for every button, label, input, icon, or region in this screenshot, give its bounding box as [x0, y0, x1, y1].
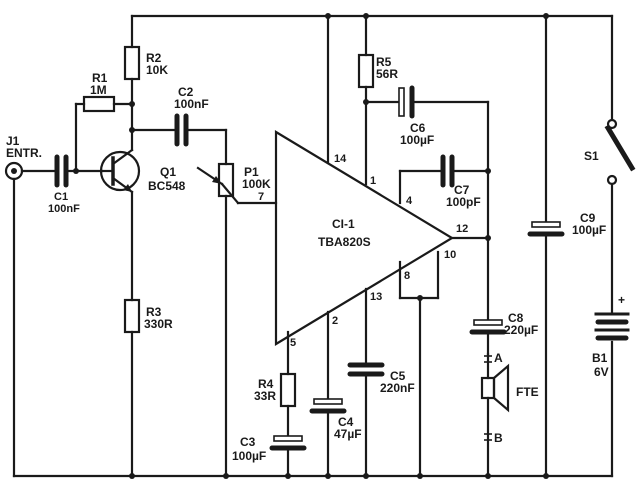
ic-pin-10: 10	[444, 249, 456, 261]
c2-ref: C2	[178, 85, 194, 99]
resistor-r5	[357, 13, 375, 186]
c3-value: 100µF	[232, 449, 266, 463]
capacitor-c5	[347, 287, 385, 479]
p1-ref: P1	[244, 165, 259, 179]
ic-pin-13: 13	[370, 291, 382, 303]
c1-value: 100nF	[48, 203, 80, 215]
j1-ref: J1	[6, 134, 20, 148]
b1-value: 6V	[594, 365, 609, 379]
c6-value: 100µF	[400, 133, 434, 147]
c9-ref: C9	[580, 211, 596, 225]
capacitor-c4	[309, 310, 347, 479]
c1-ref: C1	[54, 191, 68, 203]
c6-ref: C6	[410, 121, 426, 135]
switch-s1	[604, 14, 636, 316]
r5-value: 56R	[376, 67, 398, 81]
c4-value: 47µF	[334, 427, 362, 441]
capacitor-c2	[130, 113, 228, 166]
q1-ref: Q1	[160, 165, 176, 179]
c3-ref: C3	[240, 435, 256, 449]
ic-pin-5: 5	[290, 337, 296, 349]
battery-b1	[594, 312, 630, 478]
capacitor-c6	[364, 85, 490, 240]
j1-label: ENTR.	[6, 146, 42, 160]
capacitor-c7	[398, 154, 491, 205]
c4-ref: C4	[338, 415, 354, 429]
c5-value: 220nF	[380, 381, 415, 395]
r2-value: 10K	[146, 63, 168, 77]
r1-ref: R1	[92, 71, 108, 85]
potentiometer-p1	[196, 162, 278, 479]
transistor-q1	[99, 128, 141, 302]
c7-ref: C7	[454, 183, 470, 197]
c5-ref: C5	[390, 369, 406, 383]
c2-value: 100nF	[174, 97, 209, 111]
r4-ref: R4	[258, 377, 274, 391]
p1-value: 100K	[242, 177, 271, 191]
c8-ref: C8	[508, 311, 524, 325]
resistor-r1	[73, 95, 134, 174]
b1-ref: B1	[592, 351, 608, 365]
resistor-r2	[123, 14, 141, 133]
r3-value: 330R	[144, 317, 173, 331]
q1-value: BC548	[148, 179, 186, 193]
r3-ref: R3	[146, 305, 162, 319]
ic-pin-12: 12	[456, 223, 468, 235]
ic-ci1	[274, 130, 455, 346]
capacitor-c9	[527, 13, 565, 479]
resistor-r3	[123, 298, 141, 479]
speaker-terminal-b: B	[494, 431, 503, 445]
ic-pin-4: 4	[406, 195, 413, 207]
input-jack-j1	[4, 161, 56, 478]
ic-ref: CI-1	[332, 217, 355, 231]
r4-value: 33R	[254, 389, 276, 403]
c9-value: 100µF	[572, 223, 606, 237]
c8-value: 220µF	[504, 323, 538, 337]
capacitor-c1	[54, 154, 104, 188]
capacitor-c8	[469, 236, 507, 356]
speaker-terminal-a: A	[494, 351, 503, 365]
s1-ref: S1	[584, 149, 599, 163]
ic-pin-2: 2	[332, 315, 338, 327]
battery-polarity: +	[618, 293, 625, 307]
capacitor-c3	[269, 435, 307, 479]
speaker-label: FTE	[516, 385, 539, 399]
ic-pin-8: 8	[404, 270, 410, 282]
resistor-r4	[279, 330, 297, 438]
c7-value: 100pF	[446, 195, 481, 209]
ic-pin-14: 14	[334, 153, 347, 165]
ic-value: TBA820S	[318, 235, 371, 249]
r1-value: 1M	[90, 83, 107, 97]
pin8-pin10-link	[398, 250, 440, 479]
speaker-fte	[480, 352, 510, 479]
r2-ref: R2	[146, 51, 162, 65]
ic-pin-7: 7	[258, 191, 264, 203]
r5-ref: R5	[376, 55, 392, 69]
ic-pin-1: 1	[370, 175, 376, 187]
